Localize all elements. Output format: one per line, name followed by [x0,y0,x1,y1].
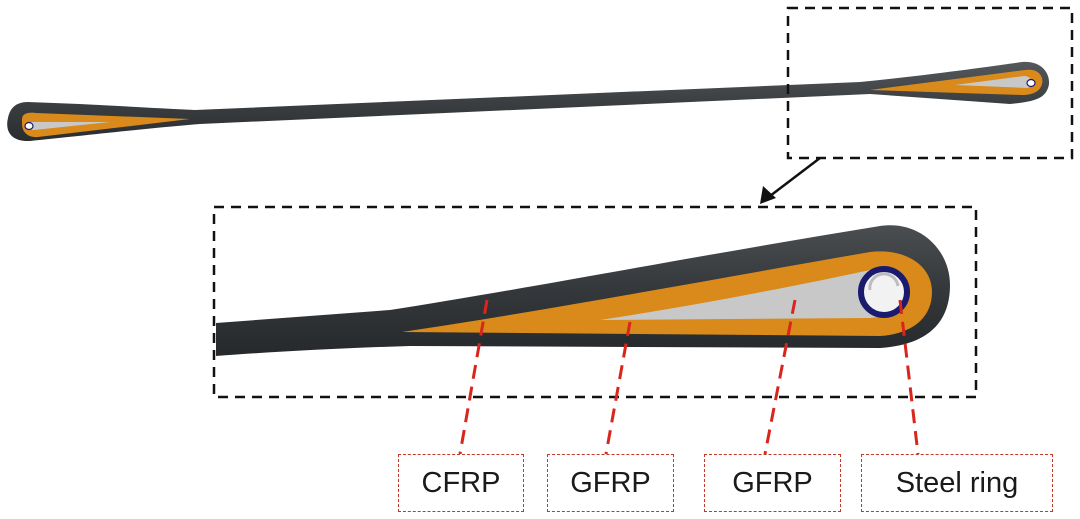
full-rod-right-ring [1026,78,1036,88]
label-gfrp-outer-text: GFRP [570,466,651,499]
full-rod-right-gfrp [870,69,1043,95]
leader-line-cfrp [458,299,489,455]
full-rod [7,61,1050,142]
zoom-rod [216,225,950,356]
full-rod-cfrp-body [7,61,1050,142]
label-gfrp-outer: GFRP [547,454,674,512]
label-gfrp-inner: GFRP [704,454,841,512]
full-rod-right-core [955,76,1032,88]
highlight-box [786,6,1074,160]
label-gfrp-inner-text: GFRP [732,466,813,499]
leader-line-steel-ring [898,299,920,455]
leader-line-gfrp-inner [763,299,797,455]
full-rod-left-core [28,122,110,130]
zoom-arrow [760,157,821,204]
zoom-steel-ring-shade [868,272,900,291]
full-rod-left-ring [24,121,34,131]
zoom-box [212,205,978,399]
label-cfrp: CFRP [398,454,524,512]
leader-lines [458,299,920,455]
label-steel-ring: Steel ring [861,454,1053,512]
full-rod-left-gfrp [22,112,190,138]
leader-line-gfrp-outer [604,321,632,455]
label-steel-ring-text: Steel ring [895,466,1019,499]
label-cfrp-text: CFRP [421,466,501,499]
zoom-gfrp-inner [600,270,905,320]
